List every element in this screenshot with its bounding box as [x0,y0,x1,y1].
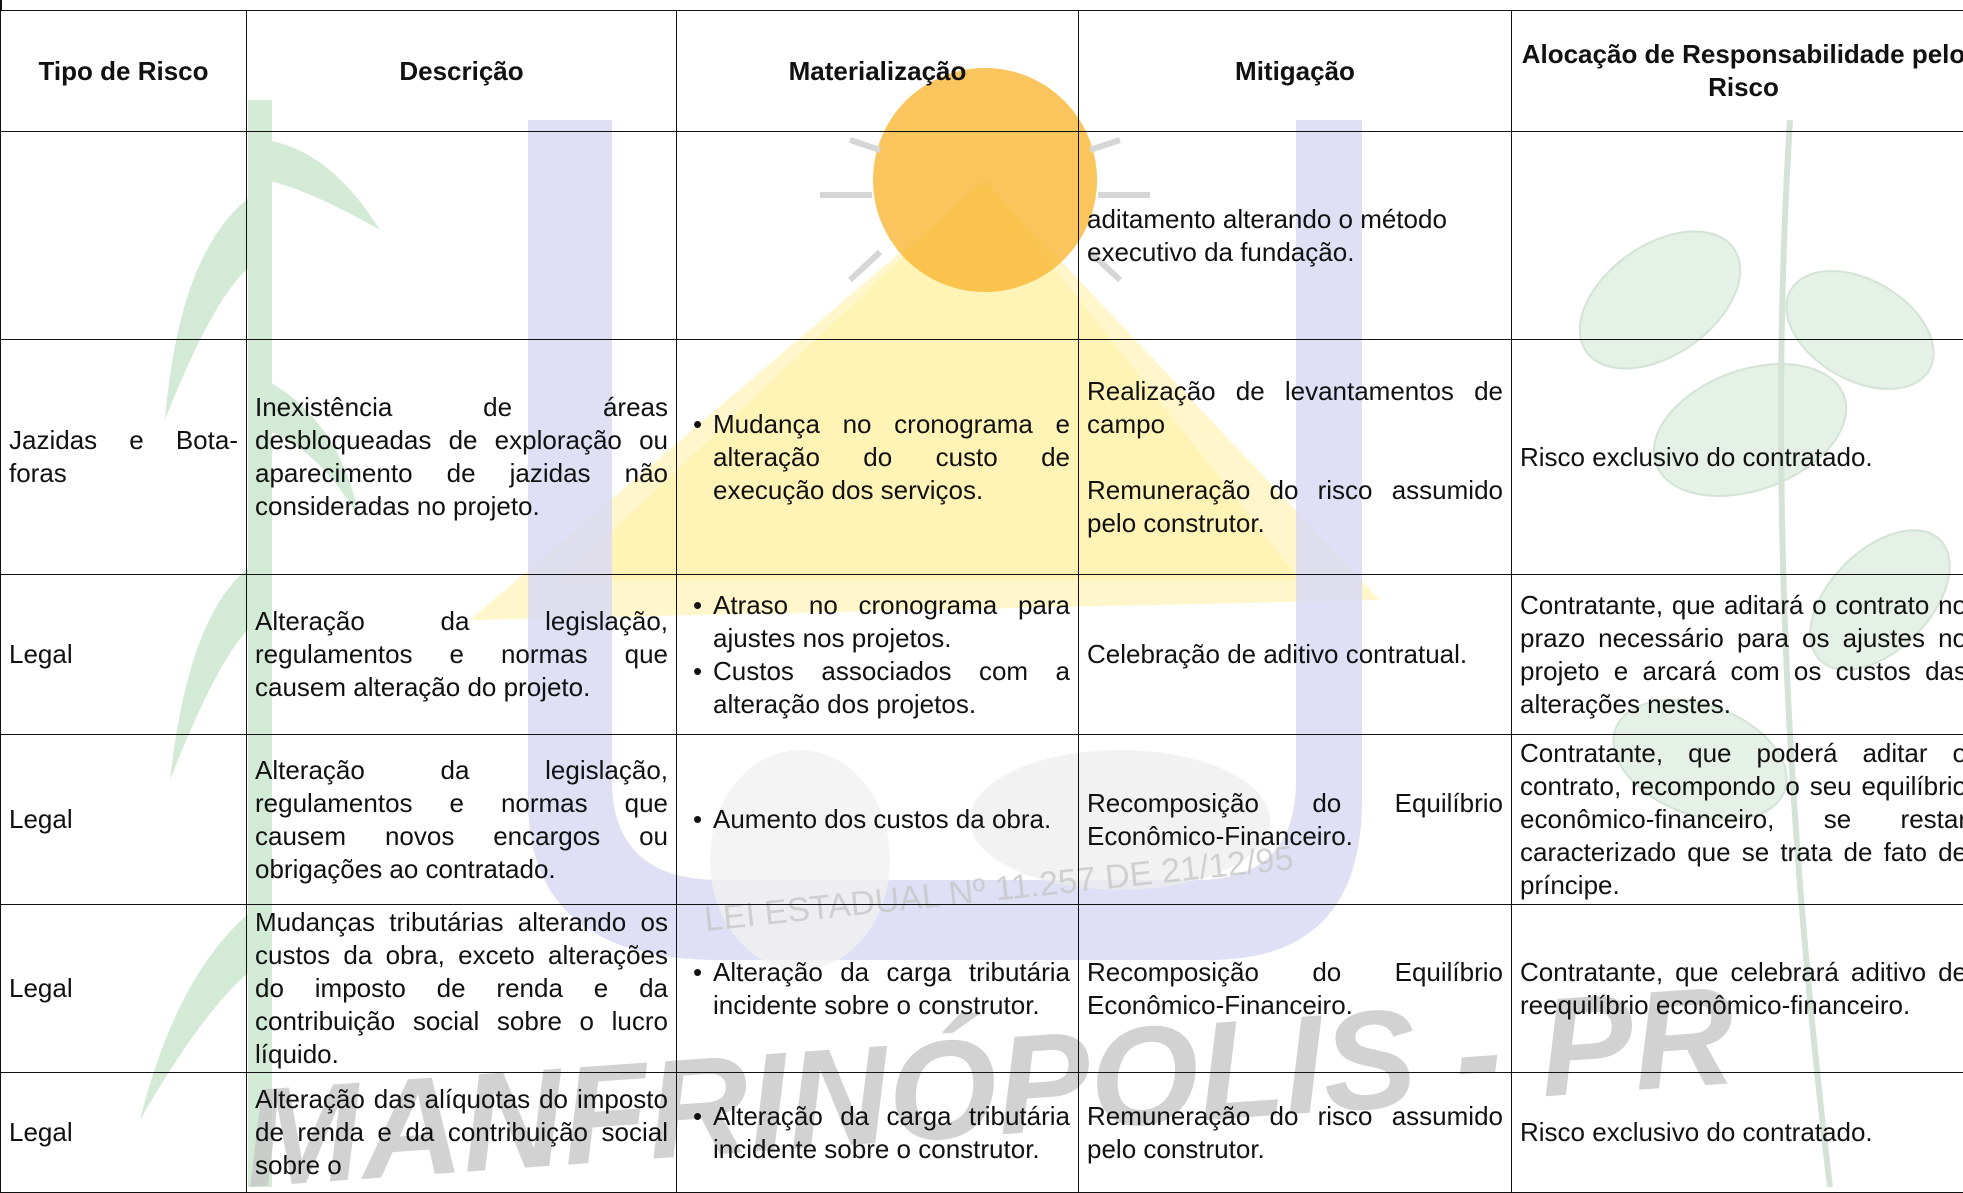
header-materializacao: Materialização [677,11,1079,132]
cell-descricao: Alteração da legislação, regulamentos e … [247,575,677,735]
cell-mitigacao: Recomposição do Equilíbrio Econômico-Fin… [1079,905,1512,1073]
cell-alocacao: Contratante, que aditará o contrato no p… [1512,575,1963,735]
cell-materializacao [677,132,1079,340]
cell-alocacao: Risco exclusivo do contratado. [1512,340,1963,575]
table-row: Legal Alteração da legislação, regulamen… [1,735,1963,905]
cell-mitigacao: Remuneração do risco assumido pelo const… [1079,1073,1512,1193]
cell-materializacao: Mudança no cronograma e alteração do cus… [677,340,1079,575]
mitigacao-text: Realização de levantamentos de campo [1087,375,1503,441]
cell-alocacao: Contratante, que poderá aditar o contrat… [1512,735,1963,905]
materializacao-bullet: Atraso no cronograma para ajustes nos pr… [713,589,1070,655]
materializacao-bullet: Mudança no cronograma e alteração do cus… [713,408,1070,507]
cell-tipo: Legal [1,905,247,1073]
table-top-border [0,0,1963,10]
cell-mitigacao: Recomposição do Equilíbrio Econômico-Fin… [1079,735,1512,905]
materializacao-bullet: Alteração da carga tributária incidente … [713,956,1070,1022]
table-row: Legal Alteração da legislação, regulamen… [1,575,1963,735]
table-header-row: Tipo de Risco Descrição Materialização M… [1,11,1963,132]
cell-tipo: Legal [1,1073,247,1193]
mitigacao-text: aditamento alterando o método executivo … [1087,203,1503,269]
materializacao-bullet: Alteração da carga tributária incidente … [713,1100,1070,1166]
materializacao-bullet: Custos associados com a alteração dos pr… [713,655,1070,721]
cell-descricao: Alteração da legislação, regulamentos e … [247,735,677,905]
cell-alocacao [1512,132,1963,340]
cell-descricao [247,132,677,340]
cell-materializacao: Aumento dos custos da obra. [677,735,1079,905]
header-mitigacao: Mitigação [1079,11,1512,132]
cell-materializacao: Alteração da carga tributária incidente … [677,905,1079,1073]
table-row: Legal Mudanças tributárias alterando os … [1,905,1963,1073]
header-alocacao: Alocação de Responsabilidade pelo Risco [1512,11,1963,132]
cell-tipo: Jazidas e Bota-foras [1,340,247,575]
header-descricao: Descrição [247,11,677,132]
header-tipo: Tipo de Risco [1,11,247,132]
cell-mitigacao: Celebração de aditivo contratual. [1079,575,1512,735]
cell-tipo [1,132,247,340]
cell-mitigacao: aditamento alterando o método executivo … [1079,132,1512,340]
cell-tipo: Legal [1,735,247,905]
mitigacao-text: Remuneração do risco assumido pelo const… [1087,474,1503,540]
cell-materializacao: Alteração da carga tributária incidente … [677,1073,1079,1193]
cell-materializacao: Atraso no cronograma para ajustes nos pr… [677,575,1079,735]
cell-descricao: Mudanças tributárias alterando os custos… [247,905,677,1073]
cell-alocacao: Risco exclusivo do contratado. [1512,1073,1963,1193]
cell-mitigacao: Realização de levantamentos de campo Rem… [1079,340,1512,575]
cell-alocacao: Contratante, que celebrará aditivo de re… [1512,905,1963,1073]
cell-tipo: Legal [1,575,247,735]
table-row: Legal Alteração das alíquotas do imposto… [1,1073,1963,1193]
cell-descricao: Inexistência de áreas desbloqueadas de e… [247,340,677,575]
cell-descricao: Alteração das alíquotas do imposto de re… [247,1073,677,1193]
materializacao-bullet: Aumento dos custos da obra. [713,803,1070,836]
table-row: Jazidas e Bota-foras Inexistência de áre… [1,340,1963,575]
table-row: aditamento alterando o método executivo … [1,132,1963,340]
risk-allocation-table: Tipo de Risco Descrição Materialização M… [0,10,1963,1193]
